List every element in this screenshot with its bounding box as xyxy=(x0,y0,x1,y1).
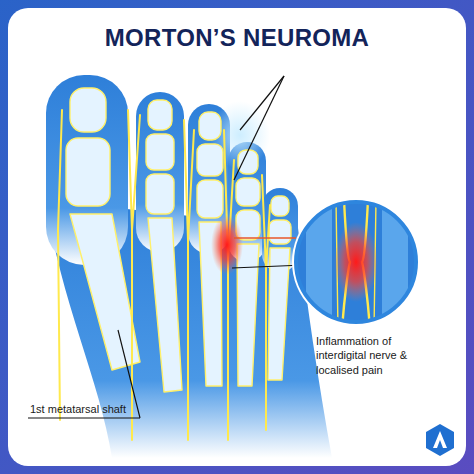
nerves-part xyxy=(58,110,62,420)
bones-part xyxy=(197,144,223,176)
magnified-inset-part-part xyxy=(334,222,378,302)
logo-icon-part xyxy=(433,431,447,448)
bones-part xyxy=(197,180,223,218)
bones-part xyxy=(70,214,140,370)
magnified-inset-part-part xyxy=(290,195,425,330)
inflammation-spot xyxy=(211,215,243,275)
foot-outline xyxy=(46,75,332,458)
nerves-part xyxy=(184,120,194,440)
leader-lines-part xyxy=(28,417,140,418)
bones-part xyxy=(237,244,259,386)
bones-part xyxy=(146,134,174,170)
bones-part xyxy=(66,138,110,206)
frame-part xyxy=(8,8,466,466)
nerves xyxy=(58,110,270,440)
bones-part xyxy=(271,196,289,216)
title: MORTON’S NEUROMA xyxy=(105,24,369,52)
bones-part xyxy=(70,88,106,132)
bones-part xyxy=(268,248,290,380)
logo-icon-part xyxy=(426,424,454,456)
part-label: 1st metatarsal shaft xyxy=(30,402,126,416)
nerves-part xyxy=(128,110,140,440)
bones xyxy=(66,88,291,392)
bones-part xyxy=(236,178,260,206)
logo-icon xyxy=(426,424,454,456)
bones-part xyxy=(238,150,258,174)
bones-part xyxy=(148,100,172,130)
bones-part xyxy=(146,174,174,214)
magnified-inset xyxy=(290,195,425,330)
nerves-part xyxy=(224,130,234,440)
leader-lines-part xyxy=(234,237,296,239)
bones-part xyxy=(269,220,291,244)
magnified-inset-part xyxy=(296,202,416,322)
callout-label: Inflammation of interdigital nerve & loc… xyxy=(316,334,438,377)
bones-part xyxy=(148,218,182,392)
leader-lines-part xyxy=(234,76,284,180)
magnified-inset-part xyxy=(290,195,425,330)
nerves-part xyxy=(262,175,270,430)
bones-part xyxy=(199,112,221,140)
